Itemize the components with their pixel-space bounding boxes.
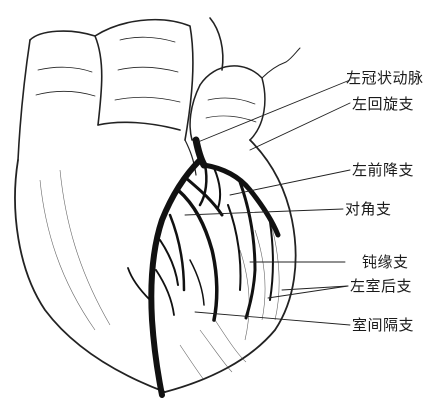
leader-lines <box>185 80 350 325</box>
label-lv-posterior-branch: 左室后支 <box>350 277 412 295</box>
label-septal-branch: 室间隔支 <box>352 316 414 334</box>
leader-circumflex <box>250 103 350 150</box>
left-atrium <box>190 48 300 140</box>
label-diagonal-branch: 对角支 <box>345 200 392 218</box>
coronary-arteries <box>128 140 278 395</box>
leader-lv-posterior-1 <box>268 286 348 298</box>
leader-anterior-descending <box>230 170 350 195</box>
leader-left-coronary <box>198 80 350 142</box>
label-anterior-descending-branch: 左前降支 <box>352 161 414 179</box>
label-obtuse-marginal-branch: 钝缘支 <box>362 253 409 271</box>
leader-septal <box>195 312 350 325</box>
label-circumflex-branch: 左回旋支 <box>352 95 414 113</box>
label-left-coronary-artery: 左冠状动脉 <box>346 69 424 87</box>
